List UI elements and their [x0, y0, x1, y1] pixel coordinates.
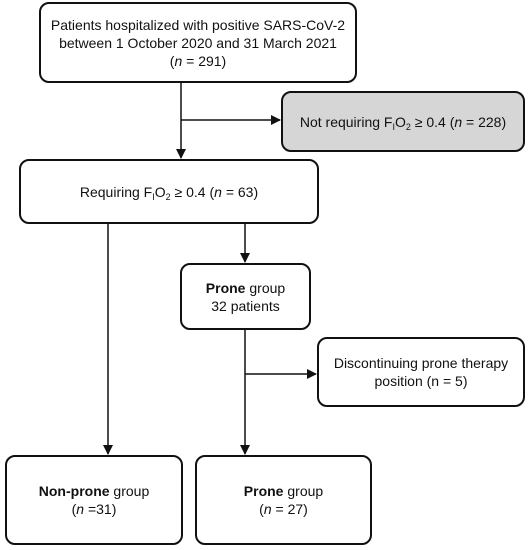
- not-requiring-label: Not requiring FIO2 ≥ 0.4 (n = 228): [299, 113, 507, 132]
- nonprone-count: (n =31): [71, 501, 117, 517]
- initial-line-1: Patients hospitalized with positive SARS…: [50, 16, 346, 33]
- initial-line-2: between 1 October 2020 and 31 March 2021: [59, 34, 337, 51]
- box-nonprone-final: Non-prone group (n =31): [5, 455, 183, 545]
- box-initial-patients: Patients hospitalized with positive SARS…: [39, 2, 357, 83]
- initial-count: (n = 291): [169, 52, 227, 69]
- nonprone-title: Non-prone group: [38, 483, 150, 499]
- discontinuing-line-1: Discontinuing prone therapy: [333, 355, 509, 371]
- box-prone-group: Prone group 32 patients: [180, 263, 311, 330]
- prone-group-count: 32 patients: [211, 297, 280, 314]
- box-prone-final: Prone group (n = 27): [195, 455, 372, 545]
- requiring-label: Requiring FIO2 ≥ 0.4 (n = 63): [79, 183, 259, 202]
- prone-final-count: (n = 27): [259, 501, 308, 517]
- prone-group-title: Prone group: [205, 279, 286, 296]
- box-not-requiring: Not requiring FIO2 ≥ 0.4 (n = 228): [281, 91, 525, 152]
- box-discontinuing: Discontinuing prone therapy position (n …: [317, 337, 525, 407]
- prone-final-title: Prone group: [243, 483, 324, 499]
- discontinuing-line-2: position (n = 5): [374, 373, 468, 389]
- box-requiring: Requiring FIO2 ≥ 0.4 (n = 63): [19, 159, 319, 224]
